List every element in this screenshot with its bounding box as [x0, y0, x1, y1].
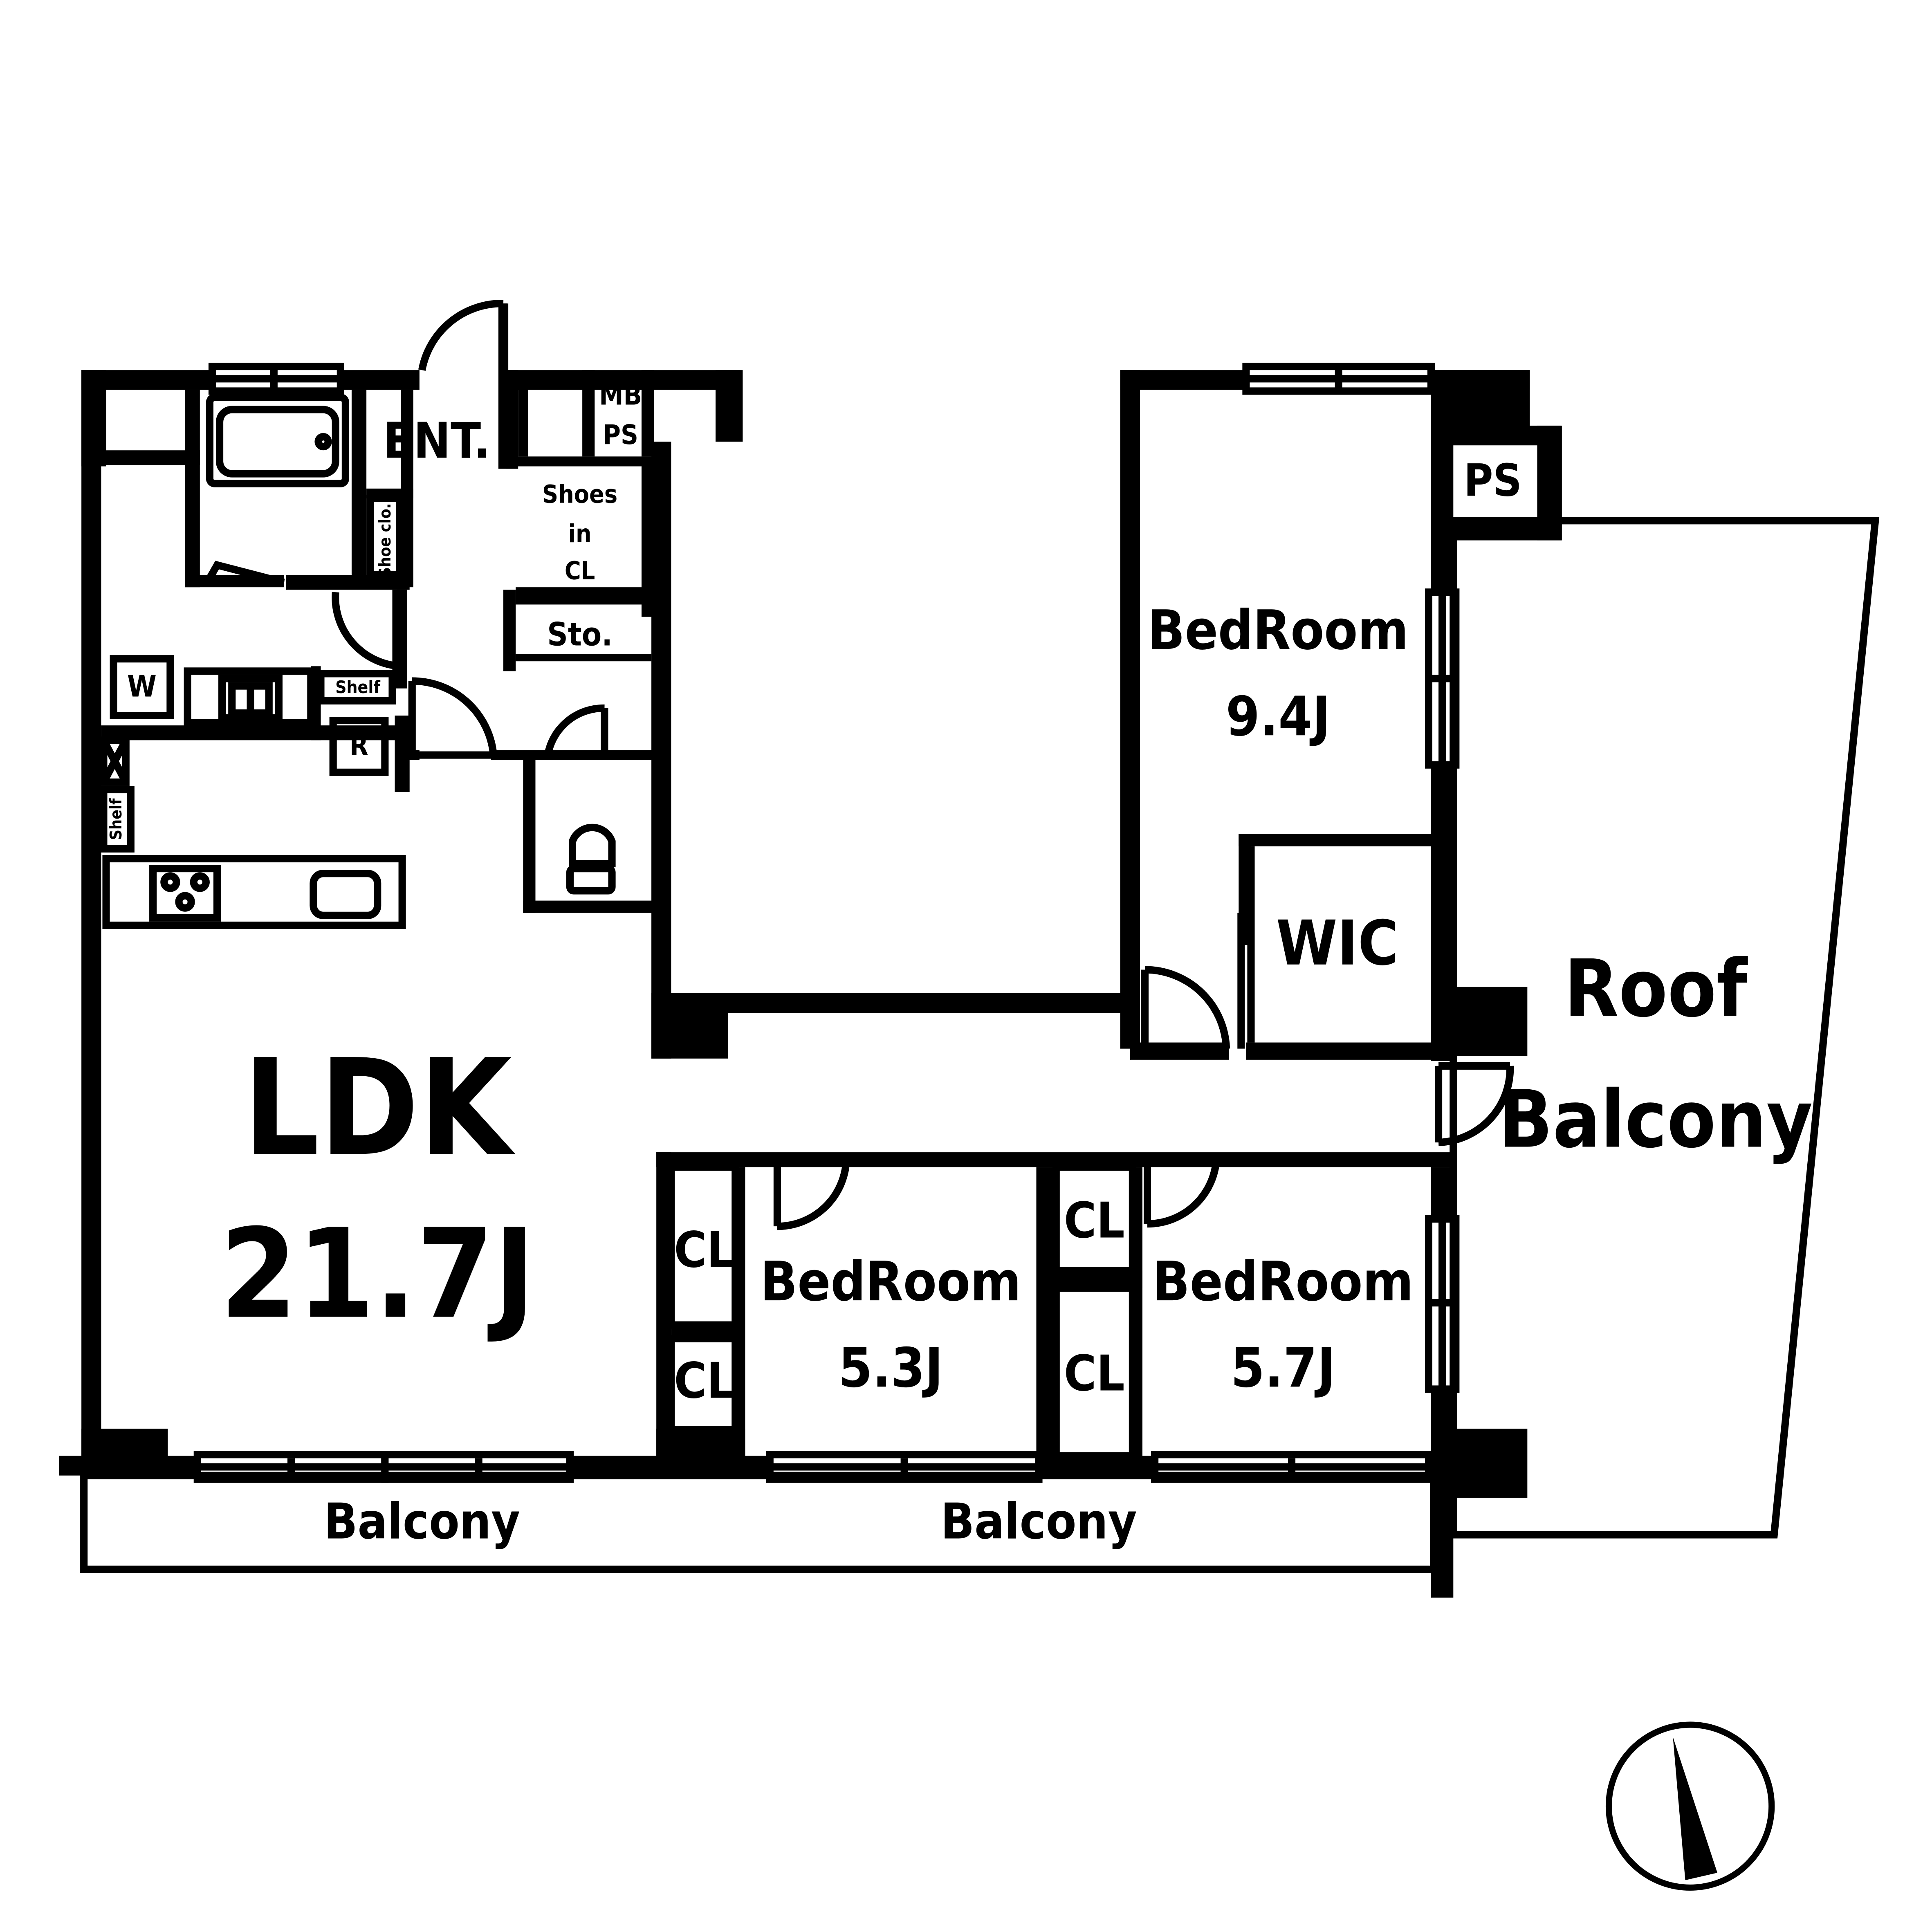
label-bedroom-1-size: 9.4J	[1226, 685, 1331, 748]
label-shelf-kitchen: Shelf	[335, 677, 380, 697]
label-ldk-name: LDK	[243, 1031, 517, 1186]
walls	[59, 370, 1562, 1598]
fixtures	[100, 393, 1255, 1460]
room-labels: ENT. MB PS Shoes in CL Sto. Shoe clo. Sh…	[107, 379, 1813, 1551]
label-bedroom-3-size: 5.7J	[1231, 1337, 1335, 1400]
label-bedroom-3-name: BedRoom	[1153, 1250, 1414, 1313]
label-shelf-side: Shelf	[107, 798, 126, 840]
label-bedroom-2-size: 5.3J	[838, 1337, 943, 1400]
label-fridge: R	[350, 730, 368, 762]
label-ldk-size: 21.7J	[220, 1203, 535, 1346]
label-bedroom-2-name: BedRoom	[760, 1250, 1021, 1313]
label-roof-balcony-2: Balcony	[1499, 1073, 1813, 1165]
label-shoe-closet: Shoe clo.	[376, 503, 395, 578]
label-roof-balcony-1: Roof	[1564, 943, 1748, 1035]
label-shoes-in-cl-3: CL	[565, 557, 595, 586]
label-storage: Sto.	[547, 616, 613, 653]
label-shoes-in-cl-2: in	[568, 520, 591, 548]
balconies	[80, 517, 1880, 1573]
label-balcony-right: Balcony	[940, 1493, 1137, 1551]
label-ps-right: PS	[1464, 455, 1522, 507]
label-balcony-left: Balcony	[324, 1493, 520, 1551]
compass-icon	[1605, 1721, 1775, 1891]
label-closet-4: CL	[1064, 1345, 1125, 1402]
label-closet-1: CL	[674, 1222, 735, 1279]
label-ps-top: PS	[603, 419, 638, 451]
label-bedroom-1-name: BedRoom	[1148, 599, 1409, 662]
label-washer: W	[127, 670, 157, 704]
label-closet-2: CL	[674, 1353, 735, 1410]
label-wic: WIC	[1276, 907, 1399, 979]
label-mb: MB	[599, 379, 642, 411]
label-shoes-in-cl-1: Shoes	[542, 480, 617, 509]
label-ent: ENT.	[383, 412, 490, 469]
doors	[332, 300, 1514, 1230]
label-closet-3: CL	[1064, 1192, 1125, 1249]
